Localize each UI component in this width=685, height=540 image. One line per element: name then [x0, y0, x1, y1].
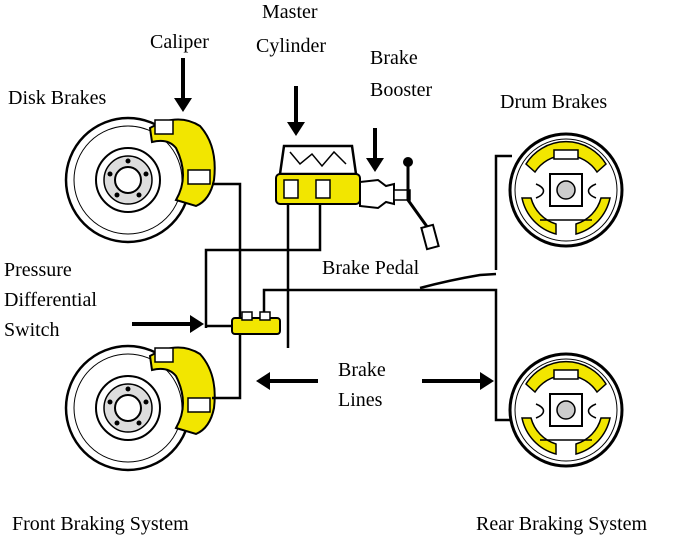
rear-bottom-drum-brake [508, 352, 624, 468]
arrow-icon [366, 158, 384, 172]
pressure-switch-label-line3: Switch [4, 319, 60, 341]
front-bottom-disk-brake [64, 344, 216, 472]
arrow-icon [287, 122, 305, 136]
drum-brakes-label: Drum Brakes [500, 91, 608, 113]
pedal-icon [403, 157, 440, 251]
arrow-icon [190, 315, 204, 333]
pressure-switch-label-line2: Differential [4, 289, 97, 311]
front-system-label: Front Braking System [12, 513, 189, 535]
brake-pedal-label: Brake Pedal [322, 257, 420, 279]
disk-brakes-label: Disk Brakes [8, 87, 107, 109]
pressure-switch-label-line1: Pressure [4, 259, 72, 281]
brake-booster-label-line2: Booster [370, 79, 433, 101]
rear-system-label: Rear Braking System [476, 513, 648, 535]
caliper-label: Caliper [150, 31, 209, 53]
pressure-differential-switch [231, 311, 281, 335]
master-cylinder-label-line1: Master [262, 1, 318, 23]
arrow-icon [174, 98, 192, 112]
brake-lines-label-line1: Brake [338, 359, 386, 381]
arrows [132, 58, 494, 390]
master-cylinder-icon [275, 144, 361, 205]
brake-lines [204, 154, 512, 422]
brake-lines-label-line2: Lines [338, 389, 383, 411]
rear-top-drum-brake [508, 132, 624, 248]
arrow-icon [480, 372, 494, 390]
front-top-disk-brake [64, 116, 216, 244]
master-cylinder-label-line2: Cylinder [256, 35, 326, 57]
arrow-icon [256, 372, 270, 390]
brake-booster-label-line1: Brake [370, 47, 418, 69]
booster-icon [359, 178, 411, 210]
